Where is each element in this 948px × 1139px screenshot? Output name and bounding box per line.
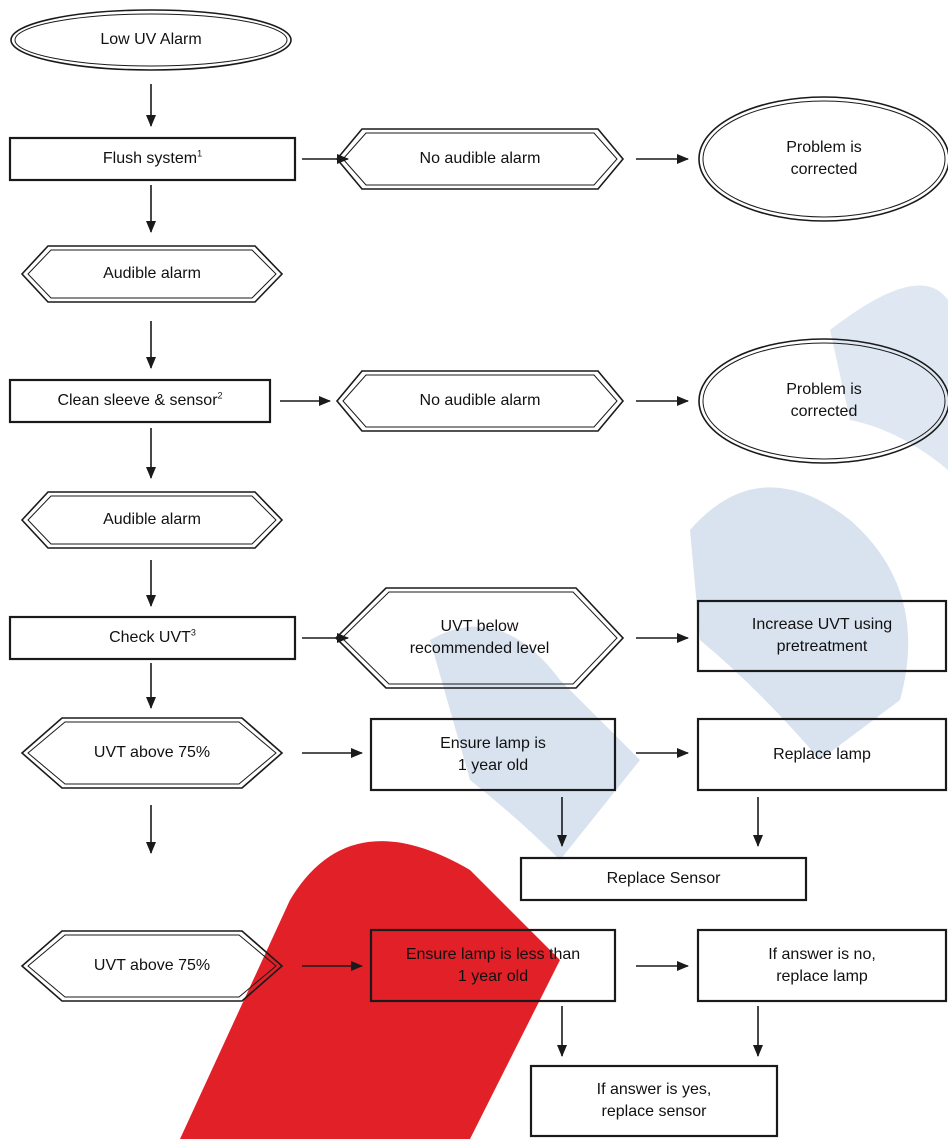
replace-sensor-label: Replace Sensor — [606, 870, 721, 887]
no-alarm-1-node: No audible alarm — [337, 129, 623, 189]
uvt-below-node: UVT below recommended level — [336, 588, 623, 688]
watermark-blue-shape-1 — [430, 626, 640, 860]
corrected-1-label: Problem is corrected — [786, 139, 862, 178]
ensure-lamp-2-shape — [369, 928, 617, 1003]
replace-lamp-node: Replace lamp — [698, 719, 946, 790]
flush-shape — [8, 136, 297, 182]
clean-label: Clean sleeve & sensor2 — [57, 390, 223, 409]
no-alarm-2-node: No audible alarm — [337, 371, 623, 431]
flush-label: Flush system1 — [102, 148, 203, 167]
flush-node: Flush system1 — [10, 138, 295, 180]
uvt-above-2-node: UVT above 75% — [22, 931, 282, 1001]
corrected-1-shape — [698, 96, 948, 222]
uvt-above-1-label: UVT above 75% — [93, 744, 211, 761]
uvt-above-1-shape — [20, 717, 284, 789]
start-shape — [10, 9, 292, 71]
replace-lamp-shape — [696, 717, 948, 792]
corrected-1-node: Problem is corrected — [699, 97, 948, 221]
uvt-above-1-node: UVT above 75% — [22, 718, 282, 788]
start-node: Low UV Alarm — [11, 10, 291, 70]
ensure-lamp-2-node: Ensure lamp is less than 1 year old — [371, 930, 615, 1001]
footnote-1: 1 — [197, 148, 203, 159]
footnote-2: 2 — [217, 390, 223, 401]
ensure-lamp-1-node: Ensure lamp is 1 year old — [371, 719, 615, 790]
uvt-below-shape — [334, 587, 625, 689]
audible-1-shape — [20, 245, 284, 303]
watermark-blue-shape-2 — [690, 487, 909, 760]
corrected-2-node: Problem is corrected — [699, 339, 948, 463]
no-alarm-2-label: No audible alarm — [419, 392, 541, 409]
uvt-below-label: UVT below recommended level — [409, 618, 550, 657]
replace-sensor-shape — [519, 856, 808, 902]
increase-uvt-node: Increase UVT using pretreatment — [698, 601, 946, 671]
answer-no-node: If answer is no, replace lamp — [698, 930, 946, 1001]
replace-sensor-node: Replace Sensor — [521, 858, 806, 900]
ensure-lamp-1-label: Ensure lamp is 1 year old — [440, 734, 546, 774]
answer-no-label: If answer is no, replace lamp — [768, 945, 876, 985]
start-label: Low UV Alarm — [100, 31, 202, 48]
answer-no-shape — [696, 928, 948, 1003]
audible-1-label: Audible alarm — [103, 265, 201, 282]
no-alarm-1-label: No audible alarm — [419, 150, 541, 167]
no-alarm-1-shape — [335, 128, 625, 190]
ensure-lamp-1-shape — [369, 717, 617, 792]
uvt-above-2-label: UVT above 75% — [93, 957, 211, 974]
corrected-2-shape — [698, 338, 948, 464]
increase-uvt-label: Increase UVT using pretreatment — [751, 616, 893, 655]
audible-2-label: Audible alarm — [103, 511, 201, 528]
increase-uvt-shape — [696, 599, 948, 673]
uvt-above-2-shape — [20, 930, 284, 1002]
answer-yes-label: If answer is yes, replace sensor — [596, 1081, 712, 1120]
audible-2-node: Audible alarm — [22, 492, 282, 548]
clean-node: Clean sleeve & sensor2 — [10, 380, 270, 422]
audible-1-node: Audible alarm — [22, 246, 282, 302]
watermark-blue-shape-3 — [830, 285, 948, 470]
answer-yes-shape — [529, 1064, 779, 1138]
check-uvt-node: Check UVT3 — [10, 617, 295, 659]
footnote-3: 3 — [190, 627, 196, 638]
ensure-lamp-2-label: Ensure lamp is less than 1 year old — [405, 945, 581, 985]
answer-yes-node: If answer is yes, replace sensor — [531, 1066, 777, 1136]
corrected-2-label: Problem is corrected — [786, 381, 862, 420]
audible-2-shape — [20, 491, 284, 549]
no-alarm-2-shape — [335, 370, 625, 432]
check-uvt-label: Check UVT3 — [109, 627, 196, 646]
clean-shape — [8, 378, 272, 424]
check-uvt-shape — [8, 615, 297, 661]
replace-lamp-label: Replace lamp — [773, 745, 871, 763]
